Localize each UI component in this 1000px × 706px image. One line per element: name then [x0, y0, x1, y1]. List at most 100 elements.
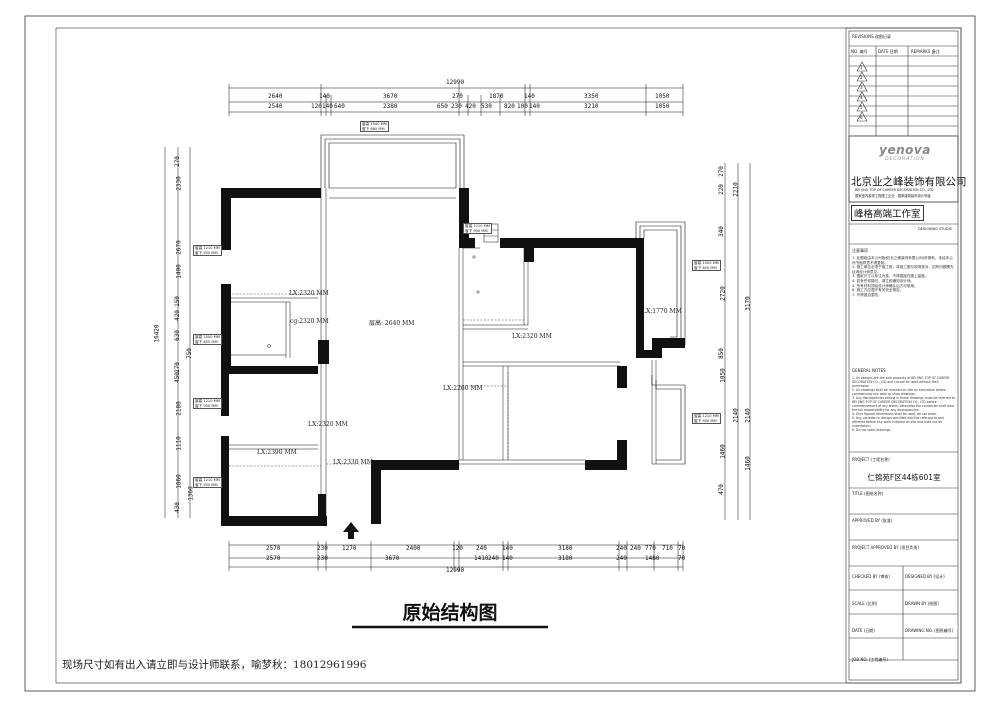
drawn-label: DRAWN BY (绘图): [905, 601, 939, 606]
revisions-heading: REVISIONS 改图记录: [852, 34, 891, 39]
room-label-lx3: LX:2320 MM: [308, 421, 348, 428]
dim-right-12: 470: [717, 484, 725, 495]
dim-left-4: 150: [173, 296, 181, 307]
dim-bot-2-7: 240: [616, 555, 627, 562]
dim-top-2-13: 1050: [655, 103, 670, 110]
window-tag-line2: 窗下: [195, 482, 203, 487]
dim-left-0: 270: [173, 156, 181, 167]
dim-bot-2-8: 1480: [645, 555, 660, 562]
window-tag-line1: 窗高: [362, 122, 370, 126]
rev-mark-5: 5: [860, 105, 863, 110]
window-tag-v4: 900 MM: [203, 250, 218, 255]
dim-bot-2-2: 3670: [385, 555, 400, 562]
room-label-lx5: LX:2330 MM: [333, 459, 373, 466]
dim-left-6: 630: [173, 330, 181, 341]
company-logo: yenova DECORATION: [870, 143, 940, 162]
dim-right-2: 2210: [732, 182, 740, 197]
window-tag-left-3: 窗高 1210 MM 窗下 900 MM: [193, 398, 222, 409]
dim-bot-1-7: 3180: [558, 545, 573, 552]
dim-left-1: 2330: [175, 176, 183, 191]
dim-bot-2-5: 140: [502, 555, 513, 562]
dim-bot-2-3: 1410: [474, 555, 489, 562]
dim-left-10: 2180: [175, 401, 183, 416]
dim-top-2-9: 820: [504, 103, 515, 110]
dim-right-11: 1460: [744, 456, 752, 471]
dim-left-13: 1360: [187, 486, 195, 501]
window-tag-left-1: 窗高 1210 MM 窗下 900 MM: [193, 245, 222, 256]
revisions-col-no: NO. 编号: [851, 49, 868, 54]
window-tag-v1: 1540 MM: [370, 122, 387, 126]
dim-bot-1-5: 240: [476, 545, 487, 552]
window-tag-line1: 窗高: [465, 224, 473, 228]
dim-bot-1-2: 1270: [342, 545, 357, 552]
dim-top-2-10: 100: [517, 103, 528, 110]
window-tag-line2: 窗下: [195, 339, 203, 344]
window-tag-line1: 窗高: [195, 478, 203, 482]
revisions-col-remarks: REMARKS 备注: [911, 49, 940, 54]
window-tag-v4: 900 MM: [203, 403, 218, 408]
drawing-title: 原始结构图: [402, 602, 498, 624]
dim-top-1-7: 1050: [655, 93, 670, 100]
dim-bot-1-12: 70: [678, 545, 686, 552]
window-tag-line2: 窗下: [694, 418, 702, 423]
dim-bot-1-10: 770: [645, 545, 656, 552]
window-tag-top: 窗高 1540 MM 窗下 880 MM: [360, 121, 389, 132]
dim-bot-1-1: 230: [317, 545, 328, 552]
dim-top-2-5: 650: [437, 103, 448, 110]
dim-left-14: 430: [173, 502, 181, 513]
dim-right-3: 340: [717, 226, 725, 237]
room-label-living: 层高: 2640 MM: [369, 320, 415, 327]
drawing-no-label: DRAWING NO. (图纸编号): [905, 628, 954, 633]
dim-bot-1-6: 140: [502, 545, 513, 552]
scale-label: SCALE (比例): [852, 601, 878, 606]
company-qualification: 国家室内装饰工程施工企业 · 国家建筑装饰设计甲级: [855, 194, 931, 198]
studio-name: 峰格高端工作室: [851, 205, 924, 221]
sheet-border: [24, 15, 976, 692]
dim-right-5: 2720: [719, 286, 727, 301]
dim-left-3: 1400: [175, 264, 183, 279]
dim-top-1-4: 1870: [489, 93, 504, 100]
job-no-label: JOB NO. (工程编号): [852, 657, 888, 662]
rev-mark-2: 2: [860, 75, 863, 80]
dim-bot-1-0: 2570: [266, 545, 281, 552]
dim-right-6: 850: [717, 348, 725, 359]
dim-right-7: 1050: [719, 368, 727, 383]
date-label: DATE (日期): [852, 628, 875, 633]
rev-mark-3: 3: [860, 85, 863, 90]
dim-bot-1-11: 710: [662, 545, 673, 552]
dim-top-1-1: 140: [319, 93, 330, 100]
studio-name-en: DESIGNING STUDIO: [918, 227, 953, 231]
window-tag-v2: 880 MM: [370, 126, 385, 131]
dim-top-1-0: 2640: [268, 93, 283, 100]
window-tag-bedroom: 窗高 1210 MM 窗下 900 MM: [463, 223, 492, 234]
dim-bot-2-0: 2570: [266, 555, 281, 562]
dim-bot-1-8: 240: [616, 545, 627, 552]
dim-top-2-6: 230: [451, 103, 462, 110]
dim-right-4: 3170: [744, 296, 752, 311]
window-tag-v5: 1500 MM: [702, 261, 719, 265]
dim-left-5: 420: [173, 310, 181, 321]
dim-right-8: 2140: [732, 408, 740, 423]
rev-mark-1: 1: [860, 65, 863, 70]
dim-top-1-2: 3670: [383, 93, 398, 100]
dim-bot-1-9: 240: [630, 545, 641, 552]
approved-label: APPROVED BY (批准): [852, 518, 893, 523]
dim-bot-2-6: 3180: [558, 555, 573, 562]
title-block: [845, 27, 962, 684]
room-label-lx6: LX:2260 MM: [443, 385, 483, 392]
window-tag-v3: 1210 MM: [203, 246, 220, 250]
window-tag-line2: 窗下: [362, 126, 370, 131]
entrance-arrow-icon: [343, 522, 359, 539]
room-label-lx1: LX:2320 MM: [289, 290, 329, 297]
notes-heading: 注意事项: [852, 248, 868, 253]
company-name-en: BEI JING TOP OF CAREER DECORATION CO., L…: [855, 188, 934, 192]
window-tag-v6: 850 MM: [203, 339, 218, 344]
dim-right-1: 220: [717, 184, 725, 195]
revision-marks: [856, 61, 868, 122]
window-tag-line2: 窗下: [465, 228, 473, 233]
window-tag-v3: 1210 MM: [203, 478, 220, 482]
dim-left-11: 1110: [175, 436, 183, 451]
window-tag-v4: 900 MM: [473, 228, 488, 233]
window-tag-line2: 窗下: [195, 250, 203, 255]
dim-left-2: 2670: [175, 240, 183, 255]
